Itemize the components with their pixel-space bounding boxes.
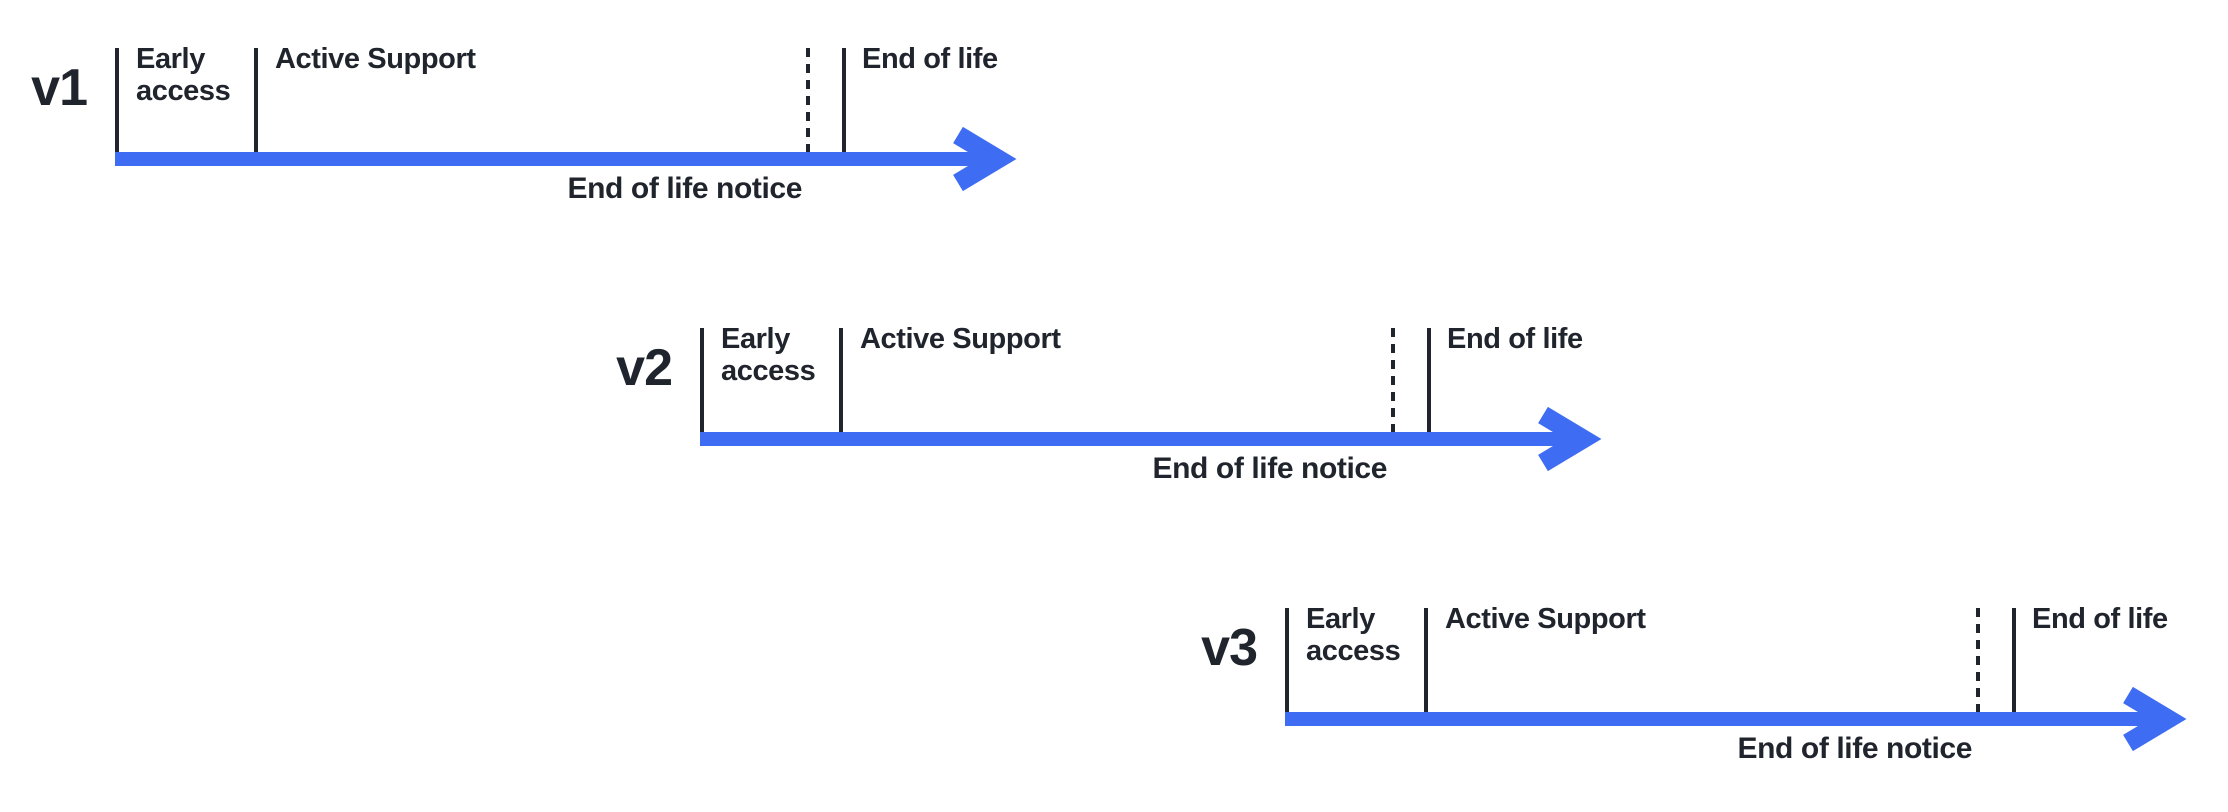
end-of-life-notice-label: End of life notice <box>1737 732 1973 765</box>
eol-notice-dashed-line <box>1391 328 1395 432</box>
early-access-label: Early access <box>136 43 231 107</box>
timeline-row-v1: v1 Early access Active Support End of li… <box>31 43 1067 308</box>
version-label: v3 <box>1201 619 1258 677</box>
active-support-tick <box>839 328 843 432</box>
timeline-row-v3: v3 Early access Active Support End of li… <box>1201 603 2228 812</box>
end-of-life-label: End of life <box>2032 603 2168 635</box>
end-of-life-tick <box>2012 608 2016 712</box>
end-of-life-tick <box>1427 328 1431 432</box>
early-access-label: Early access <box>721 323 816 387</box>
early-access-label: Early access <box>1306 603 1401 667</box>
version-label: v1 <box>31 59 88 117</box>
eol-notice-dashed-line <box>806 48 810 152</box>
active-support-tick <box>1424 608 1428 712</box>
end-of-life-notice-label: End of life notice <box>567 172 803 205</box>
timeline-row-v2: v2 Early access Active Support End of li… <box>616 323 1652 588</box>
active-support-label: Active Support <box>1445 603 1646 635</box>
end-of-life-label: End of life <box>862 43 998 75</box>
end-of-life-tick <box>842 48 846 152</box>
version-label: v2 <box>616 339 673 397</box>
timeline-arrow <box>700 406 1602 472</box>
end-of-life-label: End of life <box>1447 323 1583 355</box>
end-of-life-notice-label: End of life notice <box>1152 452 1388 485</box>
active-support-tick <box>254 48 258 152</box>
early-access-tick <box>1285 608 1289 712</box>
early-access-tick <box>115 48 119 152</box>
timeline-arrow <box>1285 686 2187 752</box>
timeline-arrow <box>115 126 1017 192</box>
eol-notice-dashed-line <box>1976 608 1980 712</box>
active-support-label: Active Support <box>275 43 476 75</box>
early-access-tick <box>700 328 704 432</box>
active-support-label: Active Support <box>860 323 1061 355</box>
